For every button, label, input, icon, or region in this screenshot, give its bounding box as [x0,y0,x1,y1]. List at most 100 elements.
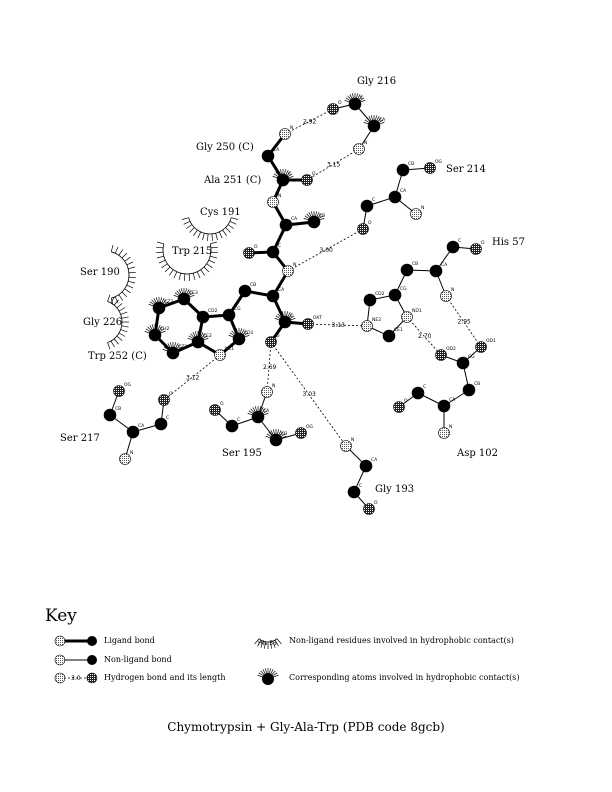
atom-label: O [220,401,224,407]
arc-tooth [186,224,193,229]
atom-label: C [237,417,240,423]
carbon-atom [261,149,275,163]
atom-label: CB [319,213,325,219]
hydrophobic-spike [144,330,150,334]
arc-tooth [121,252,128,259]
arc-tooth [156,241,164,245]
atom-label: CH2 [160,326,170,332]
hydrophobic-spike [242,330,247,335]
residue-label-ser195: Ser 195 [222,448,262,459]
hydrophobic-spike [194,331,197,337]
hydrophobic-spike [200,332,204,337]
carbon-atom [347,485,361,499]
hydrophobic-spike [370,115,373,121]
hydrophobic-spike [356,93,359,99]
carbon-atom [148,328,162,342]
carbon-atom [276,173,290,187]
hbond-length: 3.15 [327,162,341,169]
hydrophobic-spike [279,431,284,436]
hydrophobic-spike [159,328,165,332]
hydrophobic-spike [281,435,287,439]
carbon-atom [382,329,396,343]
hydrophobic-spike [275,315,281,319]
carbon-atom [278,315,292,329]
hydrophobic-spike [273,674,279,678]
arc-tooth [274,639,279,647]
arc-tooth [110,244,114,252]
hydrophobic-spike [310,211,313,217]
carbon-atom [359,459,373,473]
atom-label: O [276,333,280,339]
legend-nonligand-bond: Non-ligand bond [104,655,172,664]
hydrophobic-spike [243,332,249,336]
carbon-atom [307,215,321,229]
oxygen-atom [295,427,307,439]
hydrophobic-spike [260,670,265,675]
nitrogen-atom [353,143,365,155]
atom-label: CA [379,117,386,123]
hbond-length: 2.92 [303,119,317,126]
hydrophobic-spike [162,299,167,304]
nitrogen-atom [361,320,373,332]
arc-tooth [210,246,218,249]
hydrophobic-spike [158,326,163,331]
hbond-line [270,341,347,447]
hydrophobic-spike [153,298,157,303]
legend-hydrophobic-residue-sample: His 53 [254,638,282,649]
atom-label: N [451,287,454,293]
residue-label-trp252: Trp 252 (C) [88,351,147,362]
atom-label: O [404,398,408,404]
hydrophobic-spike [176,344,181,349]
residue-label-ser190: Ser 190 [80,267,120,278]
arc-tooth [158,259,166,264]
hydrophobic-spike [279,312,283,317]
atom-label: CG [234,306,241,312]
arc-tooth [126,261,134,266]
legend-hydrophobic-atom [262,673,274,685]
atom-label: OD2 [446,346,456,352]
arc-line [111,251,130,299]
hydrophobic-spike [375,115,378,121]
arc-tooth [207,233,209,241]
nitrogen-atom [340,440,352,452]
hydrophobic-spike [368,116,372,121]
hydrophobic-spike [364,119,370,123]
arc-tooth [110,296,115,304]
oxygen-atom [113,385,125,397]
arc-tooth [128,280,136,284]
atom-label: N [290,125,293,131]
hbond-length: 2.70 [418,333,432,340]
arc-tooth [272,641,276,648]
oxygen-atom [243,247,255,259]
hydrophobic-spike [286,311,289,317]
atom-label: OG [435,159,443,165]
hydrophobic-spike [273,173,279,177]
hydrophobic-spike [257,674,263,678]
nitrogen-atom [438,427,450,439]
arc-tooth [118,249,124,256]
hydrophobic-spike [201,333,206,338]
arc-tooth [210,241,218,245]
arc-tooth [114,296,119,304]
atom-label: CB [250,282,256,288]
atom-label: CB [115,406,121,412]
hydrophobic-spike [357,94,361,99]
carbon-atom [266,289,280,303]
arc-tooth [200,269,206,276]
legend-hydrophobic-atom-sample [257,668,279,685]
hydrophobic-spike [173,294,179,298]
hbond-line [307,323,368,327]
nitrogen-atom [214,349,226,361]
hbond-length: 3.03 [303,391,317,398]
hydrophobic-spike [231,330,236,335]
hydrophobic-arc-cys191 [181,217,239,241]
arc-tooth [110,340,115,348]
hydrophobic-spike [148,303,154,307]
arc-tooth [183,273,186,281]
hydrophobic-spike [180,288,183,294]
arc-tooth [113,338,119,345]
arc-tooth [215,233,218,241]
arc-tooth [128,266,136,270]
arc-tooth [197,231,202,239]
hydrophobic-spike [288,175,294,179]
